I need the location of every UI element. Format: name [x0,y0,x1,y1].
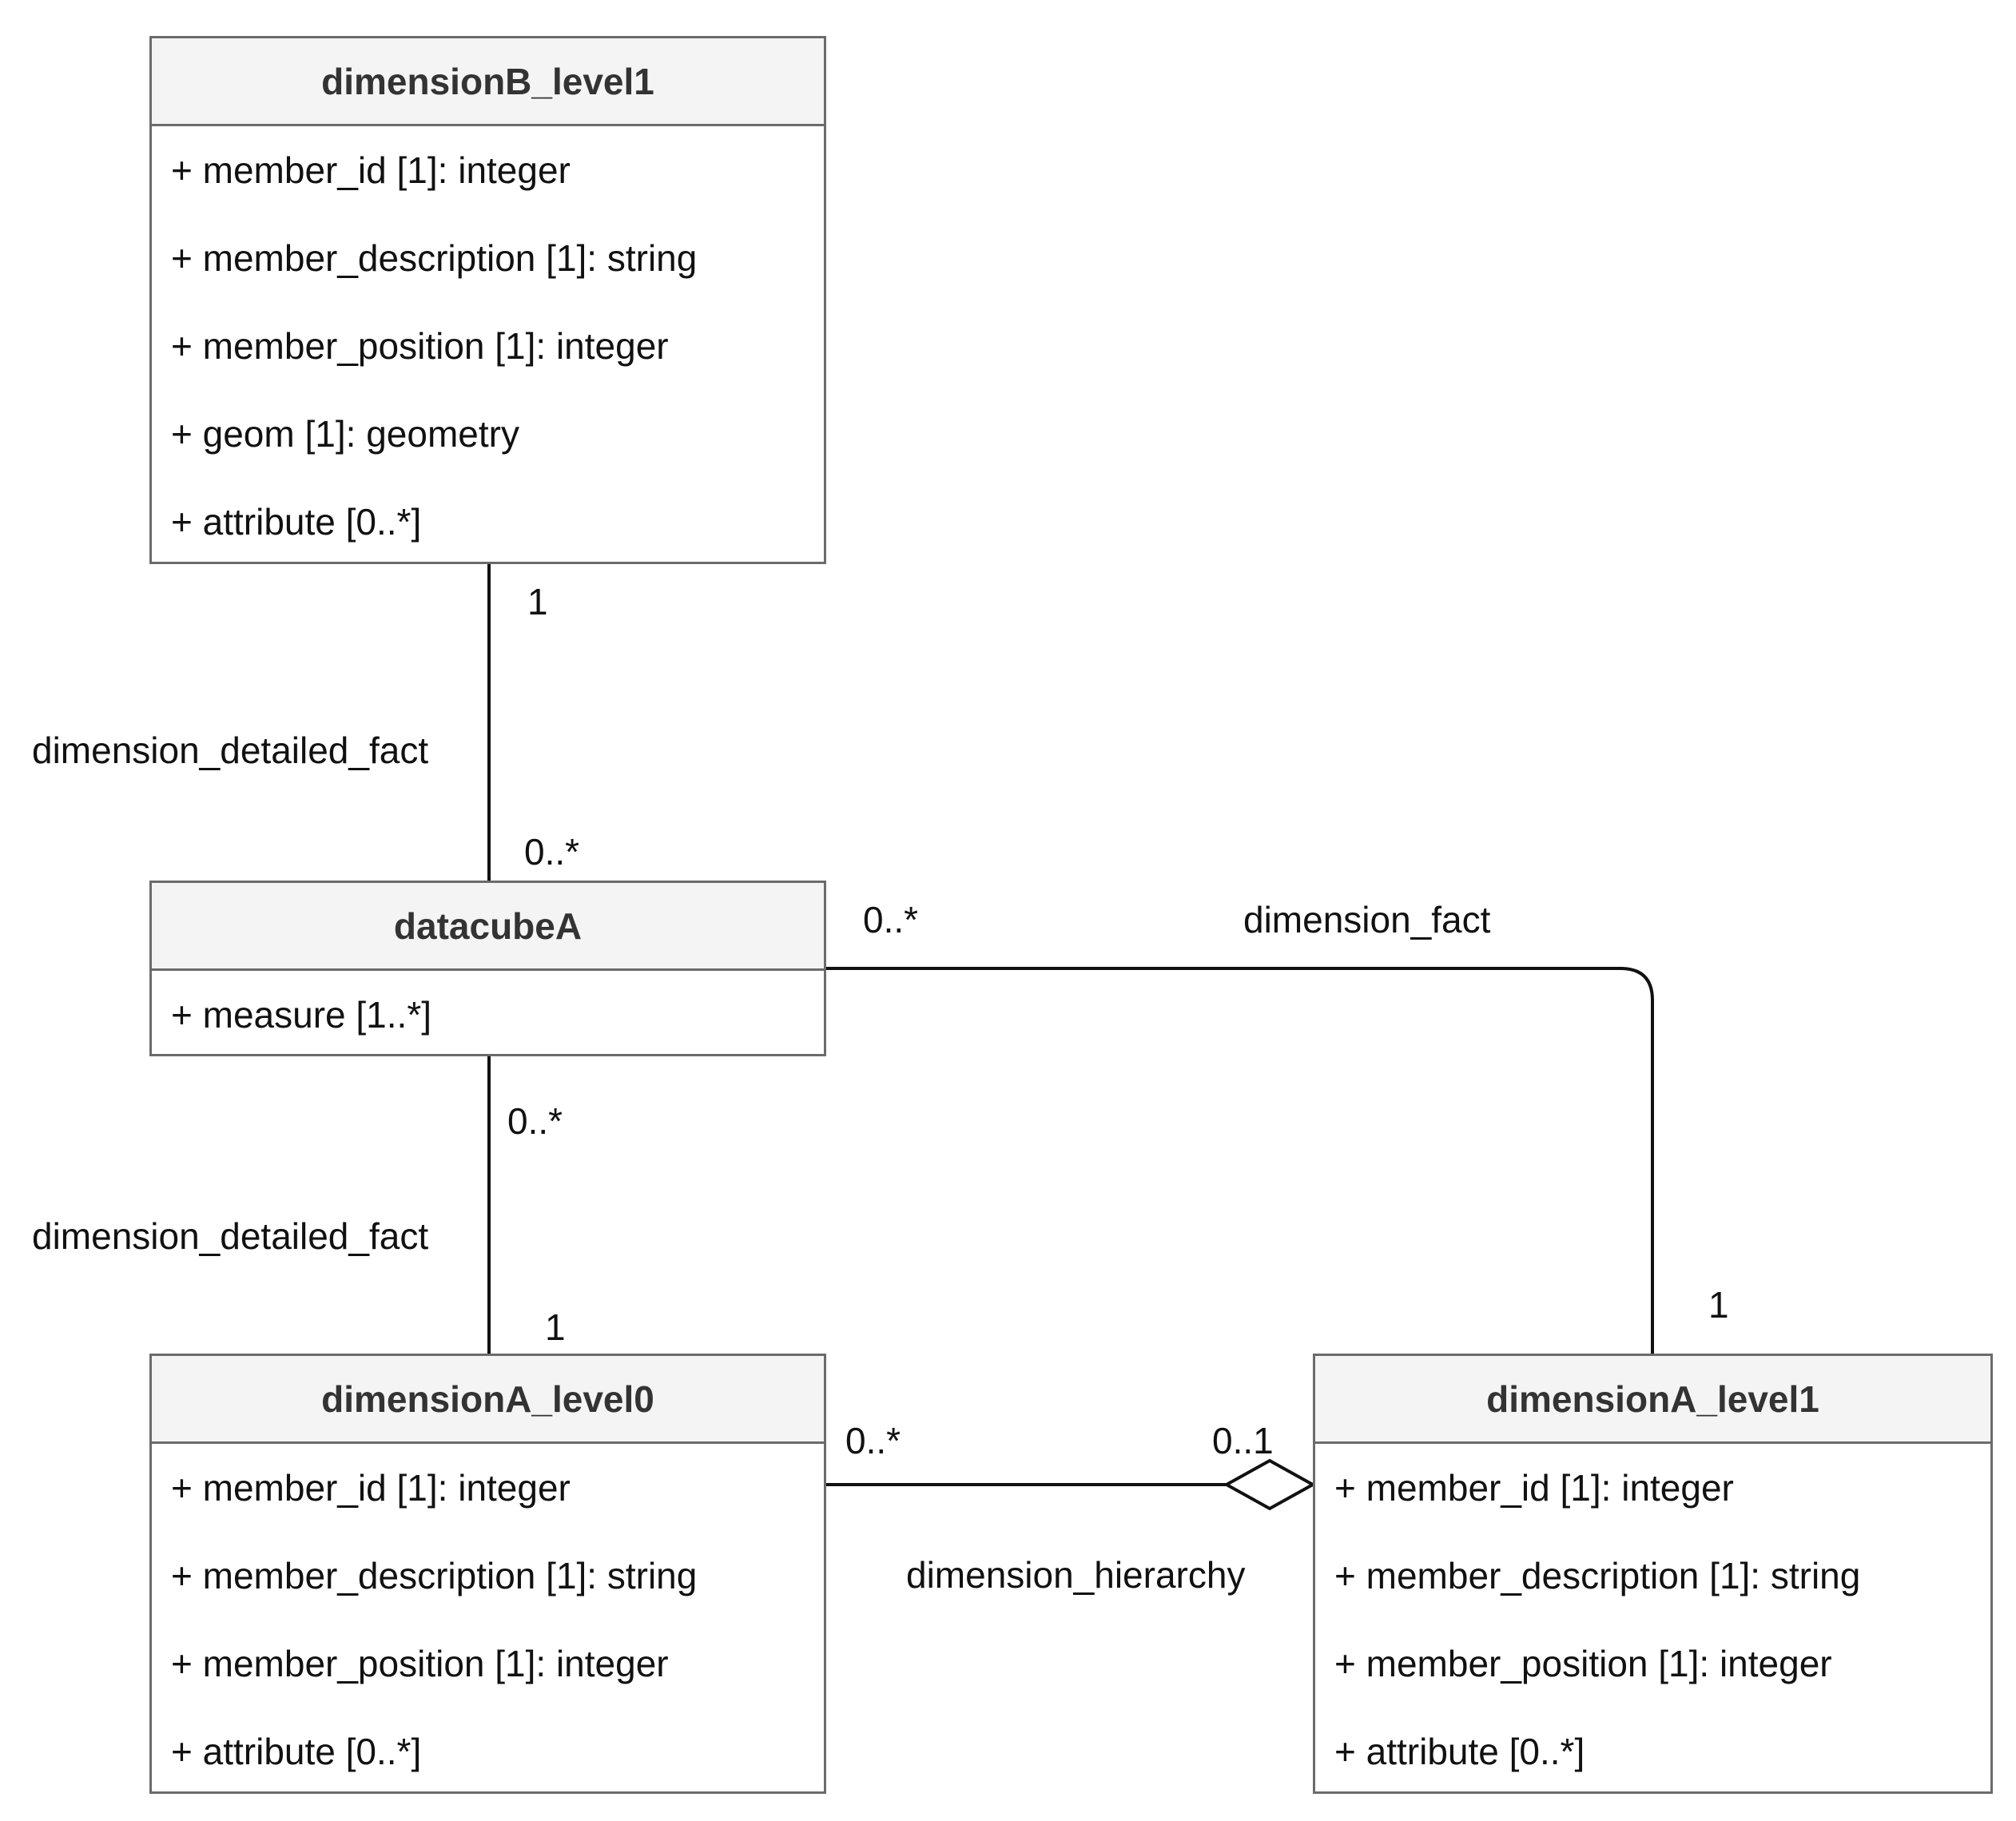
class-attribute: + member_id [1]: integer [171,149,571,191]
class-attribute: + attribute [0..*] [171,501,422,543]
association-name-label: dimension_detailed_fact [32,730,429,771]
class-dimensionA-level1[interactable]: dimensionA_level1 + member_id [1]: integ… [1313,1354,1993,1794]
class-attribute: + member_description [1]: string [1334,1555,1861,1596]
class-attribute: + member_description [1]: string [171,237,698,279]
multiplicity-label: 0..* [507,1100,563,1142]
class-name: dimensionA_level0 [152,1356,824,1444]
class-attribute: + member_position [1]: integer [1334,1643,1832,1684]
class-attribute: + attribute [0..*] [171,1731,422,1772]
class-name: dimensionB_level1 [152,38,824,126]
class-datacubeA[interactable]: datacubeA + measure [1..*] [149,881,826,1056]
association-name-label: dimension_fact [1243,899,1491,940]
class-attribute: + attribute [0..*] [1334,1731,1585,1772]
multiplicity-label: 0..* [863,899,919,940]
aggregation-diamond-icon [1223,1458,1317,1511]
multiplicity-label: 1 [1708,1284,1729,1326]
multiplicity-label: 1 [527,581,548,622]
class-attribute: + member_id [1]: integer [1334,1467,1734,1509]
class-attribute: + member_position [1]: integer [171,325,669,367]
class-name: dimensionA_level1 [1315,1356,1990,1444]
association-name-label: dimension_hierarchy [906,1554,1246,1596]
multiplicity-label: 0..* [845,1420,901,1461]
class-attribute: + member_description [1]: string [171,1555,698,1596]
class-attribute: + member_id [1]: integer [171,1467,571,1509]
class-name: datacubeA [152,883,824,971]
class-attribute: + geom [1]: geometry [171,413,519,455]
multiplicity-label: 0..* [524,831,580,873]
class-attribute: + member_position [1]: integer [171,1643,669,1684]
multiplicity-label: 1 [545,1306,566,1348]
association-name-label: dimension_detailed_fact [32,1215,429,1257]
class-dimensionA-level0[interactable]: dimensionA_level0 + member_id [1]: integ… [149,1354,826,1794]
class-attribute: + measure [1..*] [171,994,431,1036]
association-line-cube-a1 [826,967,1654,1354]
class-dimensionB-level1[interactable]: dimensionB_level1 + member_id [1]: integ… [149,36,826,564]
multiplicity-label: 0..1 [1212,1420,1274,1461]
